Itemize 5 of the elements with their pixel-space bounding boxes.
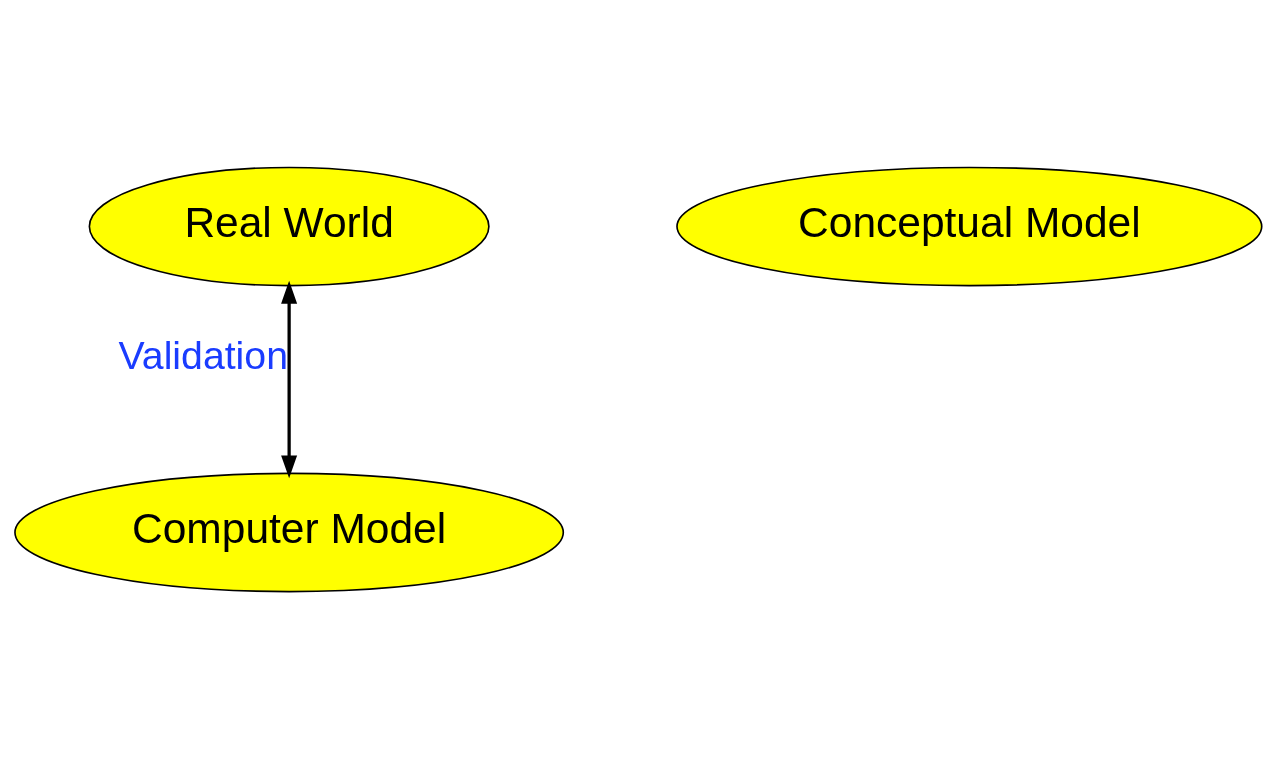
node-ellipse: Computer Model [14,472,565,593]
arrow [281,280,298,479]
edge-label: Validation [118,333,288,378]
node-ellipse: Conceptual Model [676,166,1263,287]
node-ellipse: Real World [88,166,490,287]
